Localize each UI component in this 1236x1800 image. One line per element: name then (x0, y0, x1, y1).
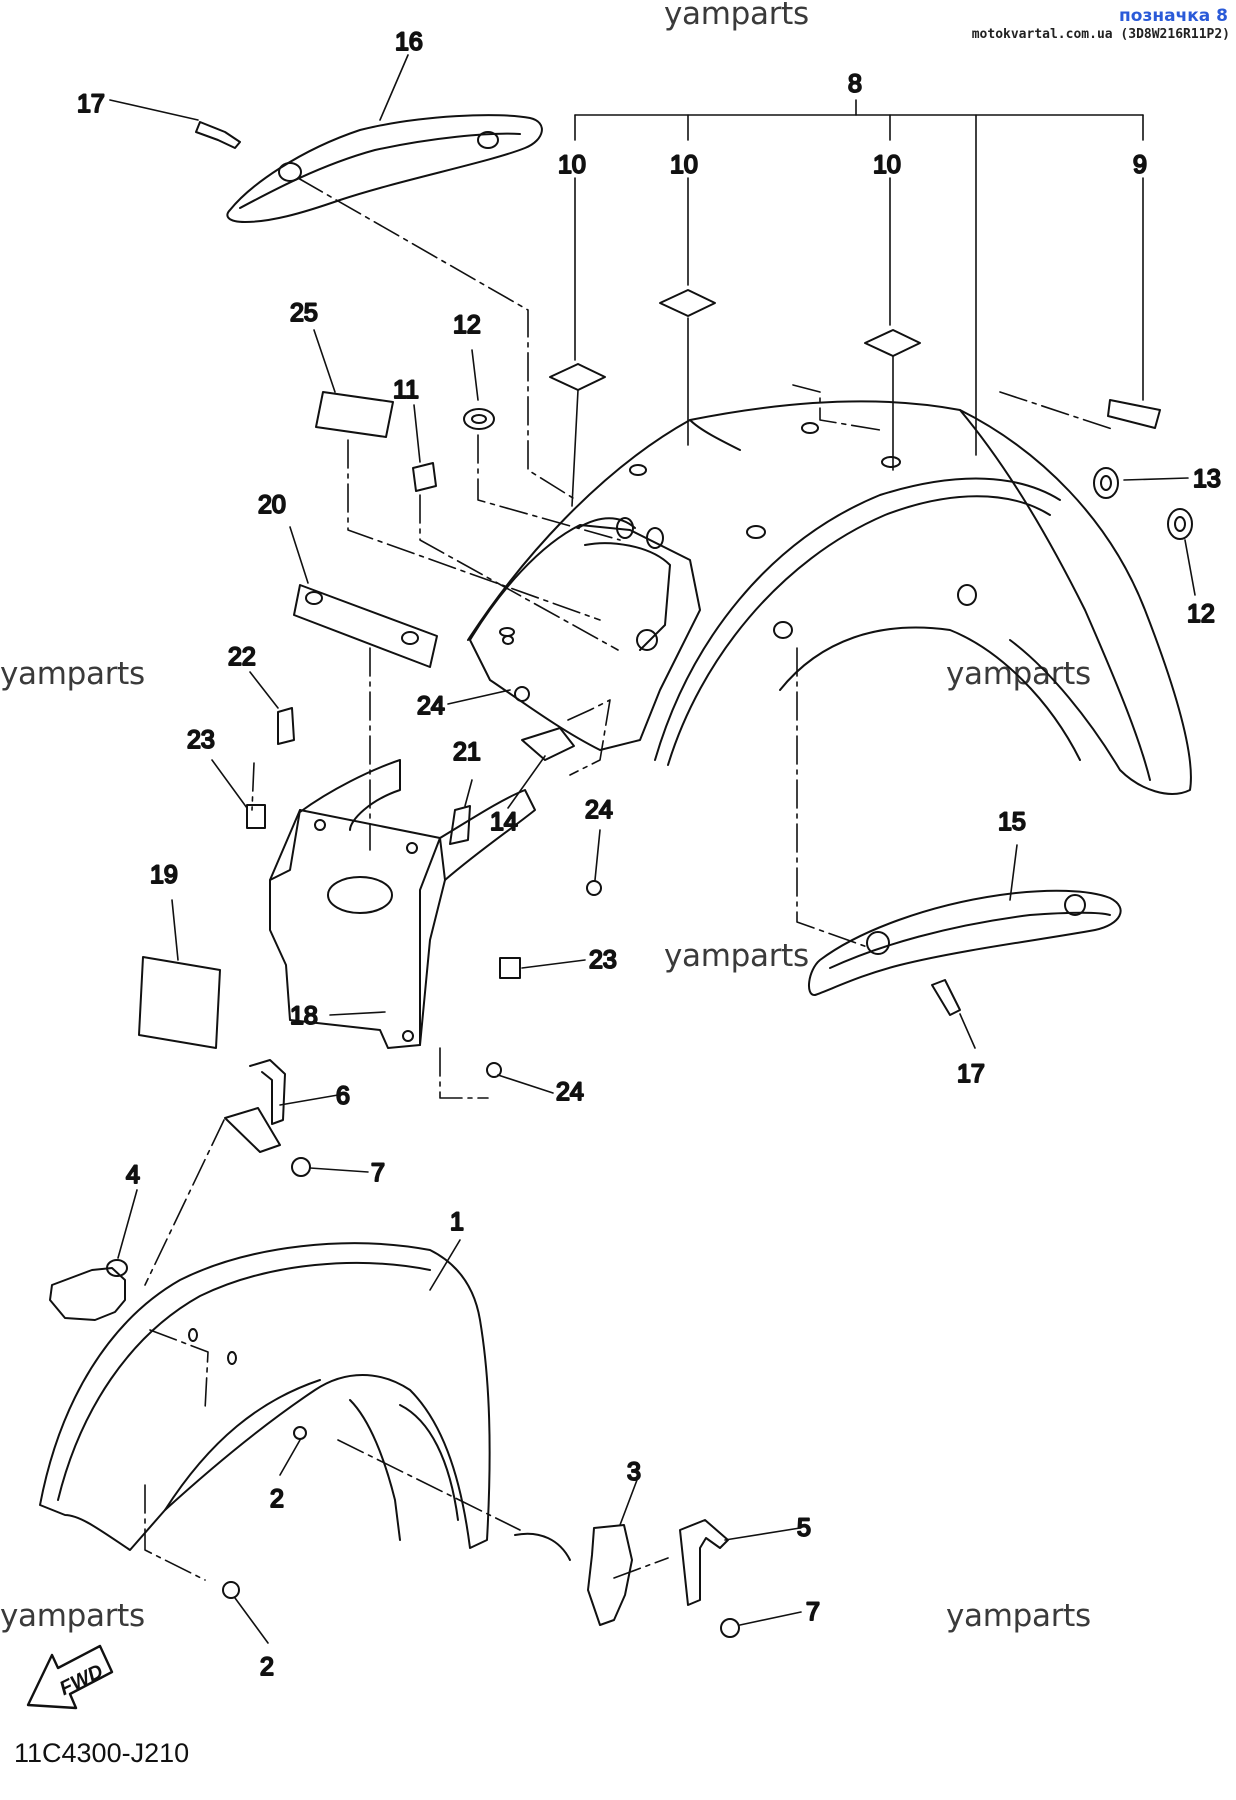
callout-20: 20 (258, 491, 286, 519)
callout-17: 17 (957, 1060, 985, 1088)
callout-21: 21 (453, 738, 481, 766)
side-cover-bottom (808, 889, 1122, 996)
callout-12: 12 (453, 311, 481, 339)
leader-lines (109, 54, 1196, 1644)
callout-6: 6 (336, 1082, 350, 1110)
callout-10: 10 (873, 151, 901, 179)
fwd-arrow-icon: FWD (26, 1644, 114, 1710)
callout-9: 9 (1133, 151, 1147, 179)
watermark: yamparts (664, 938, 809, 974)
callout-numbers: 16 17 8 10 10 10 9 25 12 11 13 20 12 22 … (76, 27, 1222, 1682)
front-fender (39, 1242, 491, 1551)
callout-7: 7 (806, 1598, 820, 1626)
callout-4: 4 (126, 1161, 140, 1189)
rear-fender (467, 400, 1192, 795)
callout-10: 10 (670, 151, 698, 179)
small-parts (49, 121, 1193, 1638)
watermark: yamparts (946, 1598, 1091, 1634)
callout-7: 7 (371, 1159, 385, 1187)
callout-12: 12 (1187, 600, 1215, 628)
callout-25: 25 (290, 299, 318, 327)
callout-5: 5 (797, 1514, 811, 1542)
callout-15: 15 (998, 808, 1026, 836)
callout-8: 8 (848, 70, 862, 98)
callout-16: 16 (395, 28, 423, 56)
callout-13: 13 (1193, 465, 1221, 493)
projection-lines (144, 177, 1116, 1581)
callout-14: 14 (490, 808, 518, 836)
watermark: yamparts (0, 1598, 145, 1634)
callout-23: 23 (589, 946, 617, 974)
side-cover-top (226, 114, 543, 223)
watermark: yamparts (946, 656, 1091, 692)
callout-23: 23 (187, 726, 215, 754)
tail-bracket (269, 759, 536, 1049)
callout-19: 19 (150, 861, 178, 889)
callout-3: 3 (627, 1458, 641, 1486)
callout-24: 24 (585, 796, 613, 824)
callout-1: 1 (450, 1208, 464, 1236)
callout-17: 17 (77, 90, 105, 118)
callout-24: 24 (556, 1078, 584, 1106)
callout-11: 11 (393, 376, 419, 404)
page-marker-link[interactable]: позначка 8 (1119, 6, 1228, 26)
watermark: yamparts (0, 656, 145, 692)
callout-2: 2 (270, 1485, 284, 1513)
watermark: yamparts (664, 0, 809, 32)
callout-10: 10 (558, 151, 586, 179)
callout-24: 24 (417, 692, 445, 720)
callout-22: 22 (228, 643, 256, 671)
drawing-code: 11C4300-J210 (14, 1738, 190, 1768)
callout-2: 2 (260, 1653, 274, 1681)
callout-18: 18 (290, 1002, 318, 1030)
source-label: motokvartal.com.ua (3D8W216R11P2) (971, 27, 1230, 42)
